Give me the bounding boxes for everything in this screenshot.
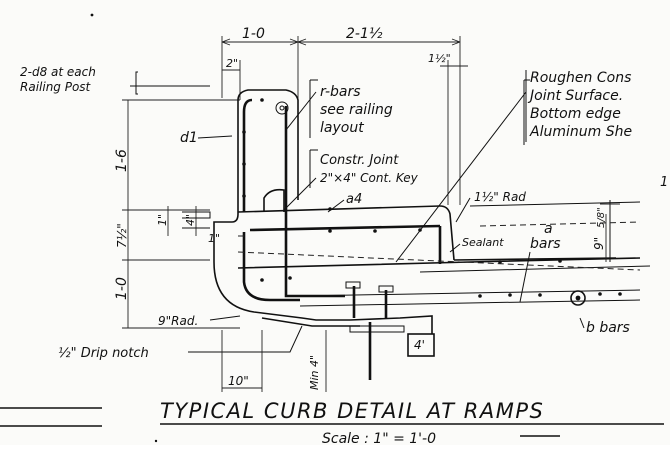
label-railing-post-2: Railing Post: [20, 80, 92, 94]
label-a4: a4: [346, 192, 362, 207]
dim-5-8: 5/8": [596, 207, 607, 228]
dim-9in: 9": [592, 237, 606, 250]
label-9-rad: 9"Rad.: [158, 314, 198, 328]
drawing-title: TYPICAL CURB DETAIL AT RAMPS: [160, 399, 544, 423]
label-bars: bars: [530, 236, 561, 252]
label-rbars-1: r-bars: [320, 84, 361, 100]
label-drip-notch: ½" Drip notch: [58, 346, 149, 361]
label-b-bars: b bars: [586, 320, 630, 336]
label-roughen-2: Joint Surface.: [527, 88, 623, 104]
ink-speck: [90, 13, 94, 17]
dim-1-0: 1-0: [114, 277, 130, 300]
label-sealant: Sealant: [462, 236, 504, 249]
drawing-scale: Scale : 1" = 1'-0: [322, 431, 436, 445]
labels: 2-d8 at each Railing Post d1 r-bars see …: [20, 65, 668, 390]
dim-top-right: 2-1½: [346, 26, 383, 42]
dim-2in: 2": [226, 57, 238, 70]
dim-top-left: 1-0: [242, 26, 265, 42]
label-railing-post-1: 2-d8 at each: [20, 65, 96, 79]
dim-1-5in: 1½": [428, 52, 451, 65]
dim-joint-4: 4": [184, 214, 197, 226]
ink-speck-2: [154, 439, 158, 443]
dim-joint-1: 1": [156, 214, 169, 226]
dim-4ft: 4': [414, 338, 425, 352]
label-rbars-3: layout: [320, 120, 364, 136]
label-constr-1: Constr. Joint: [320, 153, 399, 168]
rebar-group: [242, 98, 622, 380]
dim-1-6: 1-6: [114, 149, 130, 172]
curb-outline: 4': [213, 89, 651, 357]
dim-10in: 10": [228, 374, 249, 388]
left-dimensions: 1-6 7½" 1-0 1" 4" 1": [114, 99, 240, 329]
label-rad-1-5: 1½" Rad: [474, 190, 526, 204]
label-rbars-2: see railing: [320, 102, 393, 118]
top-dimensions: 1-0 2-1½ 2" 1½": [221, 26, 468, 205]
dim-7-5: 7½": [115, 223, 129, 248]
label-constr-2: 2"×4" Cont. Key: [320, 171, 419, 185]
dim-min-4: Min 4": [308, 355, 321, 390]
label-d1: d1: [180, 130, 198, 146]
title-block: TYPICAL CURB DETAIL AT RAMPS Scale : 1" …: [0, 399, 664, 447]
leaders: [130, 71, 620, 392]
label-roughen-3: Bottom edge: [530, 106, 621, 122]
dashed-lines: [237, 221, 641, 271]
label-roughen-4: Aluminum She: [529, 124, 632, 140]
label-a: a: [544, 221, 553, 237]
label-side-mark: 1: [660, 175, 668, 190]
label-roughen-1: Roughen Cons: [530, 70, 631, 86]
